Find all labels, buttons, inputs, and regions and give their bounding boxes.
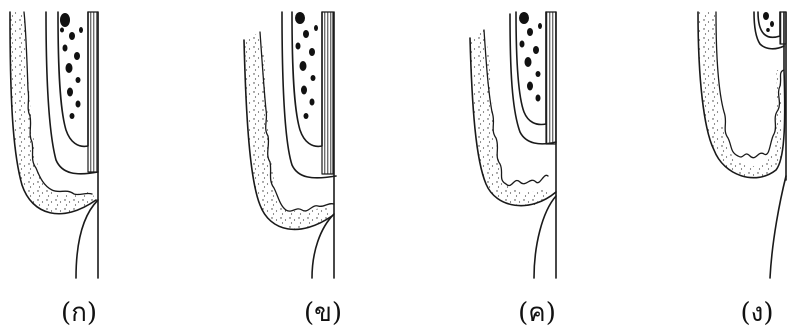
panel-b-epithelium (244, 32, 332, 229)
panel-d-drawing (698, 12, 786, 278)
panel-b-label: (ข) (288, 292, 358, 333)
panel-b-marrow (295, 12, 318, 119)
panel-a-root (88, 12, 98, 172)
panel-a-label: (ก) (44, 292, 114, 333)
panel-b-root (322, 12, 333, 174)
panel-c-root (546, 12, 556, 144)
panel-a-marrow (60, 13, 83, 119)
panel-d-crown (770, 176, 786, 278)
panel-a-drawing (10, 12, 98, 278)
panel-b-drawing (244, 12, 336, 278)
panel-d-bone (758, 12, 780, 37)
panel-a-crown (76, 200, 98, 278)
panel-c-marrow (519, 12, 542, 102)
panel-c-crown (534, 196, 556, 278)
panel-c-drawing (470, 12, 556, 278)
panel-d-marrow (763, 12, 774, 32)
panel-c-label: (ค) (502, 292, 572, 333)
panel-d-root (780, 12, 786, 44)
panel-a-epithelium (10, 12, 96, 214)
panel-d-label: (ง) (722, 292, 792, 333)
panel-d-interface (716, 12, 784, 158)
